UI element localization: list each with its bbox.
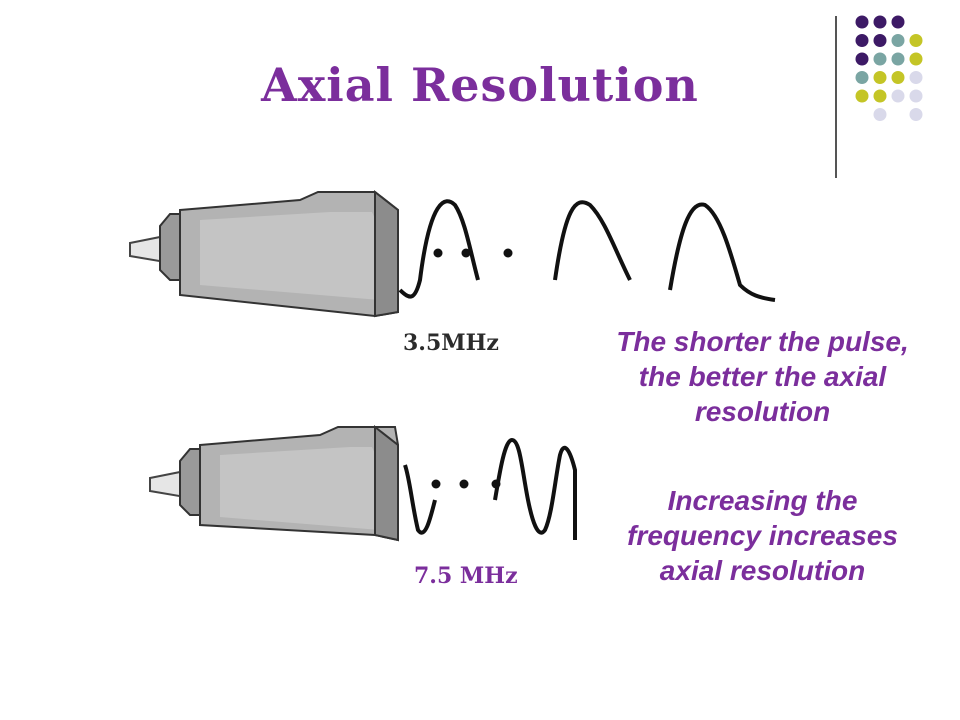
decorative-dot <box>909 52 923 66</box>
short-pulse-wave <box>403 437 577 540</box>
caption-shorter-pulse: The shorter the pulse, the better the ax… <box>616 326 909 427</box>
frequency-label-bottom: 7.5 MHz <box>414 563 518 589</box>
decorative-dot <box>909 89 923 103</box>
long-pulse-wave <box>398 199 776 302</box>
decorative-dot <box>873 34 887 47</box>
transducer-top-icon <box>129 189 399 318</box>
decorative-dot <box>891 89 905 103</box>
decorative-dot <box>891 71 905 84</box>
decorative-dot <box>873 89 887 103</box>
decorative-dot <box>873 108 887 121</box>
decorative-dot <box>873 71 887 84</box>
decorative-dot <box>855 34 869 47</box>
decorative-dot <box>909 34 923 47</box>
decorative-dot <box>891 52 905 66</box>
decorative-divider <box>835 16 837 178</box>
decorative-dot <box>873 15 887 29</box>
decorative-dot <box>909 71 923 84</box>
decorative-dot <box>891 15 905 29</box>
decorative-dot <box>855 71 869 84</box>
frequency-label-top: 3.5MHz <box>403 330 499 356</box>
transducer-bottom-icon <box>149 424 399 542</box>
slide-title: Axial Resolution <box>261 58 699 112</box>
decorative-dot <box>873 52 887 66</box>
caption-increasing-frequency: Increasing the frequency increases axial… <box>627 485 898 586</box>
decorative-dot <box>855 89 869 103</box>
decorative-dot <box>891 34 905 47</box>
decorative-dot <box>909 108 923 121</box>
decorative-dot <box>855 15 869 29</box>
decorative-dot <box>855 52 869 66</box>
